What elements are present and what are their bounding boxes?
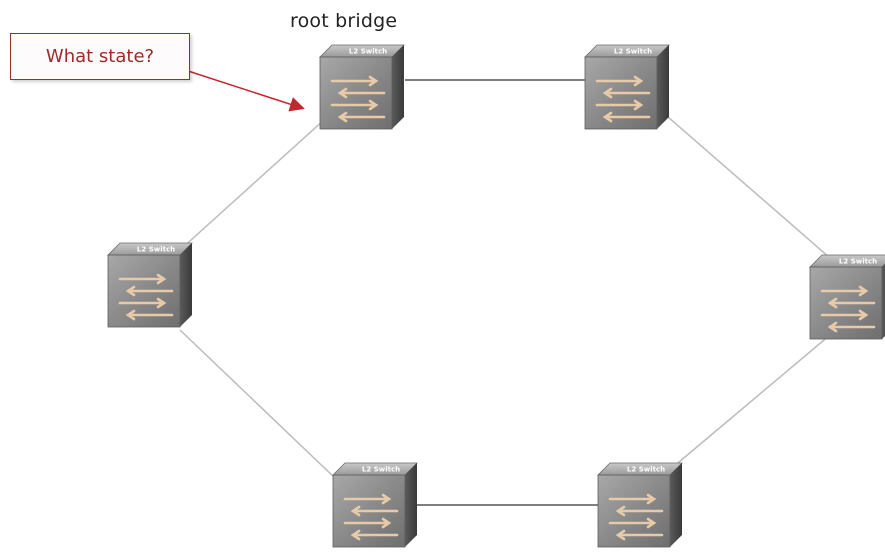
switch-left: L2 Switch (107, 242, 193, 328)
switch-arrows-icon (330, 75, 386, 123)
link-right-to-bottom-right (659, 334, 831, 479)
root-bridge-label: root bridge (290, 10, 398, 32)
switch-top-right: L2 Switch (584, 44, 670, 130)
switch-label: L2 Switch (349, 48, 387, 56)
what-state-callout: What state? (10, 33, 190, 80)
switch-arrows-icon (343, 493, 399, 541)
switch-arrows-icon (820, 285, 876, 333)
switch-arrows-icon (608, 493, 664, 541)
switch-side (657, 45, 669, 129)
switches: L2 Switch L2 Switch L2 Switch L2 Switch L2 S… (107, 44, 885, 548)
callout-text: What state? (45, 46, 155, 67)
switch-side (405, 463, 417, 547)
link-bottom-left-to-left (179, 329, 336, 479)
switch-label: L2 Switch (362, 466, 400, 474)
switch-side (670, 463, 682, 547)
switch-arrows-icon (595, 75, 651, 123)
link-left-to-root (179, 109, 336, 251)
switch-side (392, 45, 404, 129)
links (179, 79, 831, 506)
switch-label: L2 Switch (614, 48, 652, 56)
switch-label: L2 Switch (137, 246, 175, 254)
switch-arrows-icon (118, 273, 174, 321)
switch-side (180, 243, 192, 327)
switch-bottom-right: L2 Switch (597, 462, 683, 548)
switch-label: L2 Switch (839, 258, 877, 266)
switch-label: L2 Switch (627, 466, 665, 474)
switch-root-bridge: L2 Switch (319, 44, 405, 130)
link-top-right-to-right (659, 109, 831, 259)
callout-arrow (184, 69, 305, 112)
switch-bottom-left: L2 Switch (332, 462, 418, 548)
switch-right: L2 Switch (809, 254, 885, 340)
switch-side (882, 264, 885, 339)
